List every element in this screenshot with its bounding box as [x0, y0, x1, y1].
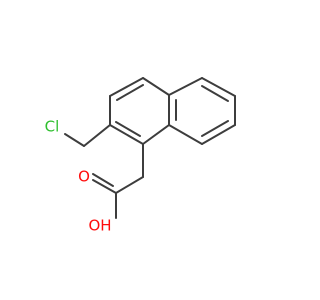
bond-c5-c6-inner [201, 85, 229, 102]
structure-diagram: Cl O OH [45, 77, 236, 235]
molecule-canvas: Cl O OH [44, 77, 236, 235]
chlorine-atom-label: Cl [45, 118, 60, 136]
bond-c4a-c5 [168, 77, 203, 96]
bond-ch2-c-carboxyl [115, 176, 144, 194]
hydroxyl-label: OH [88, 217, 111, 235]
carbonyl-oxygen-label: O [78, 168, 90, 186]
bond-c8a-c1 [142, 124, 170, 145]
bond-c-o-double-outer [92, 179, 117, 194]
bond-c3-c4-inner [116, 84, 144, 101]
bond-c8-c8a [168, 124, 203, 145]
bond-c-o-double-inner [92, 173, 114, 187]
bond-c1-c2-inner [115, 121, 141, 137]
bond-c7-c8 [201, 124, 236, 145]
bond-c1-c2 [109, 124, 144, 145]
bond-c3-c4 [109, 77, 144, 97]
bond-ch2-cl [64, 133, 85, 147]
bond-c4-c4a [142, 77, 170, 96]
bond-c5-c6 [201, 77, 236, 97]
bond-c2-ch2 [83, 124, 111, 147]
bond-c7-c8-inner [201, 120, 229, 137]
